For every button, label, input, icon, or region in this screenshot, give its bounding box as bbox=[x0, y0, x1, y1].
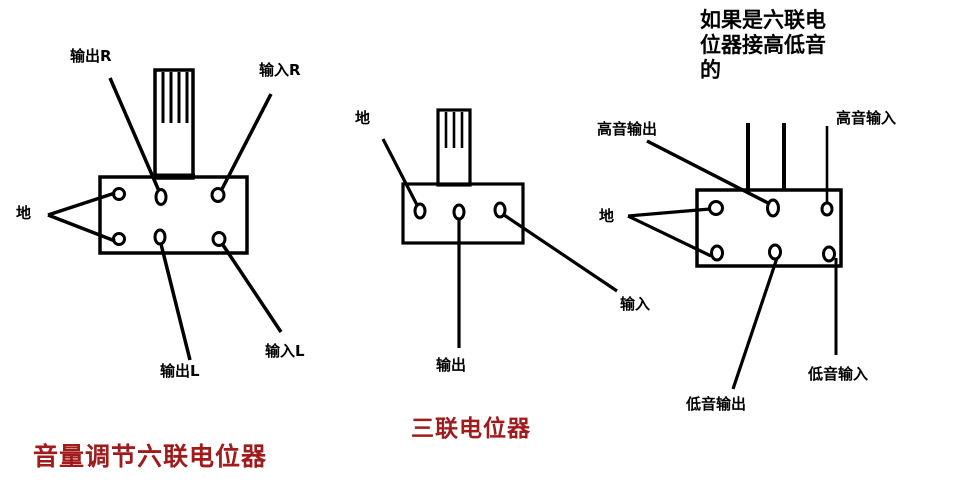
left-leader-output-r bbox=[108, 77, 161, 192]
middle-hole-ground bbox=[413, 202, 427, 220]
label-input-middle: 输入 bbox=[620, 295, 651, 313]
left-hole-input-l bbox=[211, 231, 227, 247]
left-leader-output-l bbox=[159, 243, 192, 361]
label-ground-left: 地 bbox=[16, 204, 32, 222]
label-ground-right: 地 bbox=[599, 207, 615, 225]
heading-line-3: 的 bbox=[700, 57, 721, 82]
left-potentiometer-drawing bbox=[47, 68, 283, 361]
right-leader-ground-top bbox=[627, 207, 711, 218]
label-output-r: 输出R bbox=[70, 47, 112, 65]
right-hole-treble-output bbox=[766, 198, 780, 218]
right-leader-bass-output bbox=[731, 257, 779, 390]
label-bass-output: 低音输出 bbox=[686, 395, 747, 413]
heading-six-gang-treble-bass: 如果是六联电 位器接高低音 的 bbox=[700, 8, 826, 82]
label-input-r: 输入R bbox=[259, 61, 301, 79]
right-leader-treble-output bbox=[646, 139, 771, 206]
caption-volume-six-gang: 音量调节六联电位器 bbox=[33, 442, 268, 471]
label-output-middle: 输出 bbox=[436, 356, 467, 374]
label-bass-input: 低音输入 bbox=[808, 365, 869, 383]
middle-potentiometer-drawing bbox=[381, 108, 618, 348]
right-hole-ground-top bbox=[708, 200, 724, 216]
label-treble-input: 高音输入 bbox=[836, 109, 897, 127]
middle-leader-input bbox=[503, 213, 618, 293]
left-hole-input-r bbox=[210, 187, 226, 203]
middle-leader-ground bbox=[381, 138, 419, 206]
left-leader-ground-bottom bbox=[47, 213, 116, 243]
left-body-outline bbox=[98, 175, 249, 255]
left-leader-input-r bbox=[220, 93, 273, 190]
right-leader-ground-bottom bbox=[627, 214, 712, 258]
label-output-l: 输出L bbox=[160, 362, 200, 380]
middle-body-outline bbox=[401, 182, 525, 245]
heading-line-1: 如果是六联电 bbox=[700, 8, 826, 32]
left-leader-input-l bbox=[221, 244, 283, 333]
right-hole-bass-input bbox=[822, 245, 836, 263]
label-treble-output: 高音输出 bbox=[597, 120, 658, 138]
left-leader-ground-top bbox=[47, 191, 116, 217]
right-body-outline bbox=[695, 188, 843, 268]
middle-hole-output bbox=[452, 203, 466, 221]
left-hole-output-r bbox=[154, 188, 168, 206]
caption-three-gang: 三联电位器 bbox=[411, 416, 531, 442]
heading-line-2: 位器接高低音 bbox=[700, 32, 826, 57]
left-hole-output-l bbox=[153, 228, 167, 246]
label-input-l: 输入L bbox=[265, 342, 305, 360]
left-hole-ground-bottom bbox=[112, 232, 126, 246]
right-hole-bass-output bbox=[768, 243, 782, 261]
label-ground-middle: 地 bbox=[355, 109, 371, 127]
right-hole-treble-input bbox=[820, 201, 834, 217]
right-potentiometer-drawing bbox=[627, 123, 843, 390]
right-hole-ground-bottom bbox=[710, 244, 724, 262]
middle-hole-input bbox=[493, 201, 507, 219]
